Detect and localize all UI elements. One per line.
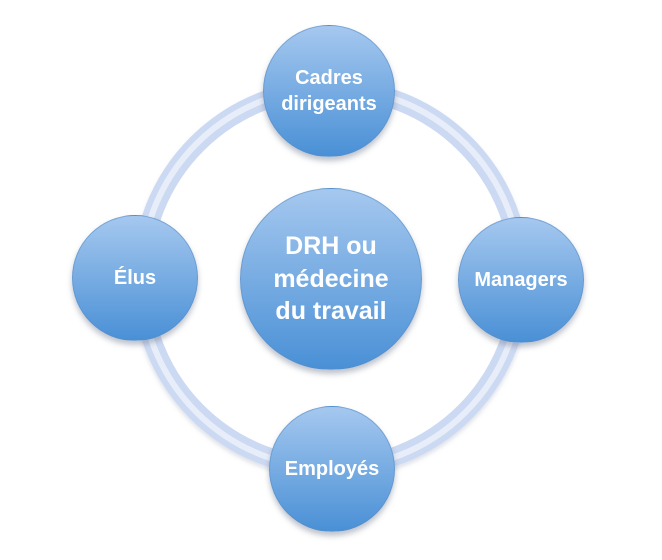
center-node-label: DRH ou médecine du travail [273, 232, 389, 326]
satellite-node-cadres-dirigeants: Cadres dirigeants [263, 25, 395, 157]
satellite-node-label: Managers [474, 269, 568, 291]
center-node: DRH ou médecine du travail [240, 188, 422, 370]
satellite-node-employes: Employés [269, 406, 395, 532]
satellite-node-label: Employés [284, 458, 380, 480]
satellite-node-managers: Managers [458, 217, 584, 343]
satellite-node-label: Élus [113, 267, 157, 289]
satellite-node-label: Cadres dirigeants [281, 67, 377, 115]
satellite-node-elus: Élus [72, 215, 198, 341]
